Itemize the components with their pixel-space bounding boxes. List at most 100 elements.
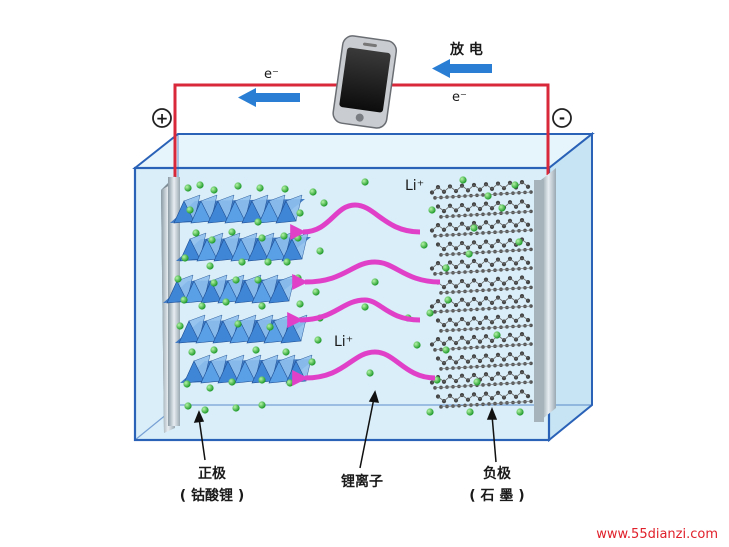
li-ion-dot	[201, 406, 209, 414]
li-ion-dot	[286, 379, 294, 387]
ion-arrow-3	[287, 297, 421, 329]
li-ion-dot	[264, 258, 272, 266]
li-ion-dot	[258, 401, 266, 409]
discharge-label: 放 电	[449, 41, 483, 58]
li-ion-dot	[184, 402, 192, 410]
li-ion-dot	[433, 376, 441, 384]
li-ion-dot	[280, 232, 288, 240]
plus-terminal-label: +	[156, 110, 169, 128]
electron-label-right: e⁻	[452, 90, 467, 105]
li-ion-dot	[254, 218, 262, 226]
graphite-layer	[435, 389, 533, 409]
li-ion-dot	[511, 181, 519, 189]
li-ion-dot	[459, 176, 467, 184]
graphite-layer	[429, 294, 533, 314]
li-ion-dot	[493, 331, 501, 339]
li-ion-dot	[426, 309, 434, 317]
li-ion-dot	[294, 274, 302, 282]
lithium-ion-dots	[174, 176, 524, 416]
li-ion-dot	[312, 288, 320, 296]
li-ion-dot	[442, 346, 450, 354]
li-ion-dot	[470, 224, 478, 232]
li-ion-dot	[371, 278, 379, 286]
li-ion-dot	[210, 346, 218, 354]
li-ion-dot	[258, 376, 266, 384]
li-ion-dot	[252, 346, 260, 354]
li-ion-dot	[466, 408, 474, 416]
li-ion-dot	[281, 185, 289, 193]
graphite-layer	[429, 332, 533, 352]
li-ion-dot	[361, 303, 369, 311]
li-ion-dot	[174, 275, 182, 283]
graphite-layer	[429, 370, 533, 390]
li-ion-dot	[188, 348, 196, 356]
li-ion-dot	[183, 380, 191, 388]
graphite-layer	[429, 256, 533, 276]
li-ion-dot	[206, 262, 214, 270]
li-ion-dot	[258, 302, 266, 310]
ion-arrow-1	[290, 202, 421, 241]
li-ion-dot	[361, 178, 369, 186]
minus-terminal-label: -	[559, 109, 565, 127]
li-ion-dot	[258, 234, 266, 242]
li-ion-dot	[484, 192, 492, 200]
li-ion-dot	[228, 228, 236, 236]
li-ion-dot	[320, 199, 328, 207]
electron-flow-arrow-left	[238, 88, 300, 107]
li-ion-dot	[234, 320, 242, 328]
li-ion-dot	[296, 209, 304, 217]
li-ion-dot	[314, 336, 322, 344]
graphite-layer	[435, 237, 533, 257]
cathode-material-label: ( 钴酸锂 )	[180, 487, 245, 504]
li-ion-dot	[206, 384, 214, 392]
li-ion-dot	[210, 279, 218, 287]
li-ion-dot	[256, 184, 264, 192]
li-ion-dot	[428, 206, 436, 214]
ion-arrow-4	[292, 349, 436, 387]
li-ion-dot	[222, 298, 230, 306]
li-ion-dot	[210, 186, 218, 194]
li-ion-dot	[473, 378, 481, 386]
plus-terminal-icon: +	[152, 108, 172, 128]
li-ion-dot	[294, 234, 302, 242]
graphite-layer	[435, 275, 533, 295]
cathode-layer	[180, 354, 315, 384]
li-ion-dot	[181, 254, 189, 262]
li-ion-dot	[208, 236, 216, 244]
li-ion-dot	[198, 302, 206, 310]
li-ion-dot	[465, 250, 473, 258]
anode-label: 负极	[483, 465, 512, 482]
cathode-layer	[170, 194, 305, 224]
li-ion-dot	[196, 181, 204, 189]
label-pointers	[193, 390, 498, 469]
li-ion-dot	[232, 276, 240, 284]
li-ion-dot	[254, 276, 262, 284]
li-ion-dot	[282, 348, 290, 356]
electron-label-left: e⁻	[264, 67, 279, 82]
li-ion-dot	[515, 238, 523, 246]
li-ion-dot	[186, 206, 194, 214]
li-ion-dot	[426, 408, 434, 416]
li-ion-label-top: Li⁺	[405, 178, 424, 194]
li-ion-dot	[184, 184, 192, 192]
li-ion-dot	[420, 241, 428, 249]
li-ion-dot	[296, 300, 304, 308]
li-ion-dot	[283, 258, 291, 266]
li-ion-dot	[180, 296, 188, 304]
li-ion-dot	[516, 408, 524, 416]
cathode-plate	[161, 176, 180, 433]
li-ion-label-mid: Li⁺	[334, 334, 353, 350]
electron-flow-arrow-right	[432, 59, 492, 78]
li-ion-dot	[232, 404, 240, 412]
li-ion-dot	[442, 264, 450, 272]
li-ion-dot	[316, 247, 324, 255]
li-ion-dot	[308, 358, 316, 366]
anode-material-label: ( 石 墨 )	[469, 488, 524, 504]
lithium-ion-label: 锂离子	[341, 473, 383, 490]
graphite-layer	[429, 218, 533, 238]
anode-plate	[534, 168, 556, 422]
li-ion-dot	[266, 323, 274, 331]
li-ion-dot	[444, 296, 452, 304]
